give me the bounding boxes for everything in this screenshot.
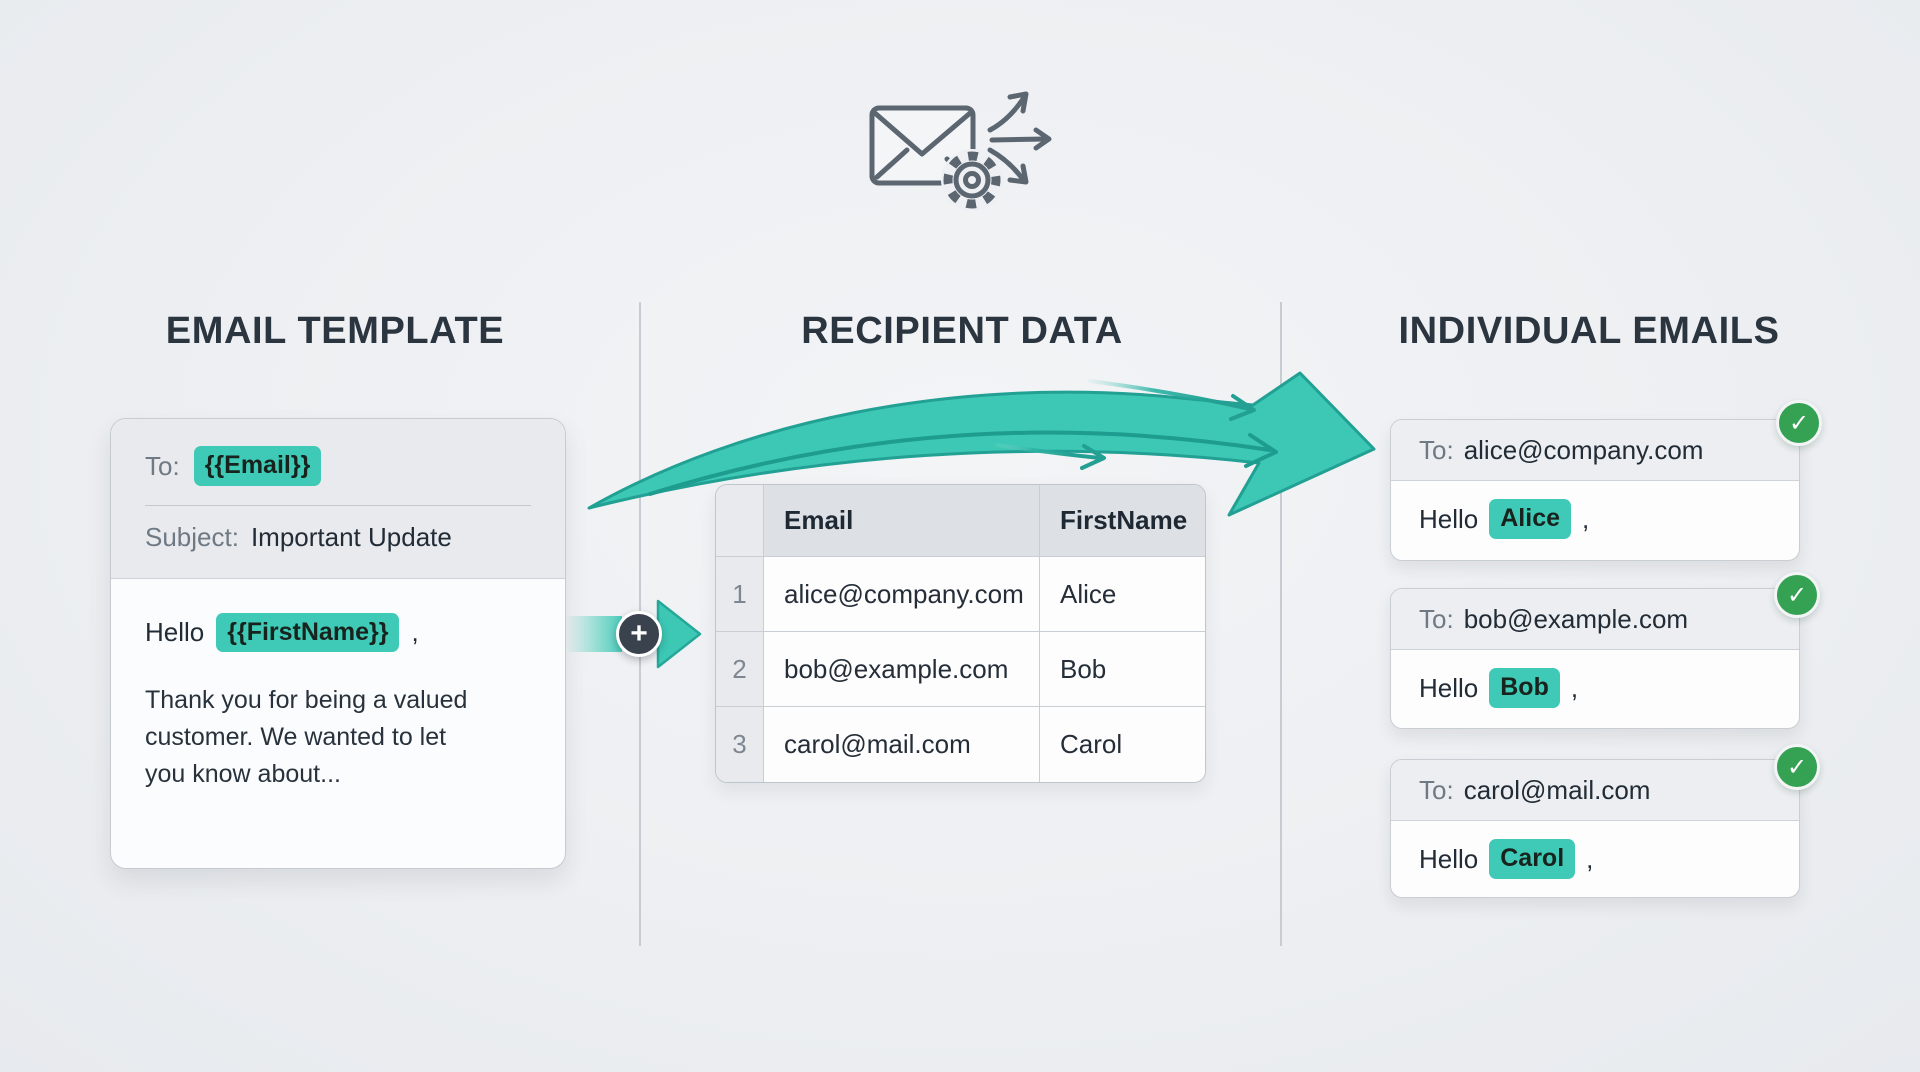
greeting-prefix: Hello <box>1419 672 1479 703</box>
firstname-variable-chip: {{FirstName}} <box>216 613 400 653</box>
individual-email-card: To: carol@mail.com Hello Carol , <box>1390 759 1800 898</box>
email-to-row: To: alice@company.com <box>1391 420 1799 481</box>
template-column-heading: EMAIL TEMPLATE <box>165 310 505 352</box>
check-icon: ✓ <box>1786 581 1808 609</box>
sent-success-badge: ✓ <box>1776 400 1822 446</box>
to-label: To: <box>145 450 180 481</box>
greeting-suffix: , <box>1586 843 1594 874</box>
plus-icon: + <box>630 617 648 650</box>
greeting-suffix: , <box>1582 503 1590 534</box>
merge-plus-badge: + <box>616 611 662 657</box>
table-header-email: Email <box>764 485 1040 557</box>
motion-arrow-top <box>1088 379 1256 421</box>
merge-arrowhead <box>656 599 702 669</box>
email-template-card: To: {{Email}} Subject: Important Update … <box>110 418 566 869</box>
recipient-column-heading: RECIPIENT DATA <box>801 310 1123 352</box>
individual-column-heading: INDIVIDUAL EMAILS <box>1398 310 1780 352</box>
sent-success-badge: ✓ <box>1774 572 1820 618</box>
row-number: 3 <box>716 707 764 782</box>
merge-band <box>566 616 622 652</box>
cell-firstname: Bob <box>1040 632 1205 707</box>
cell-firstname: Alice <box>1040 557 1205 632</box>
to-label: To: <box>1419 603 1454 634</box>
merge-arrow <box>587 371 1376 517</box>
email-to-row: To: carol@mail.com <box>1391 760 1799 821</box>
to-address: bob@example.com <box>1463 603 1689 634</box>
to-label: To: <box>1419 434 1454 465</box>
mail-merge-icon <box>869 91 1052 211</box>
template-card-header: To: {{Email}} Subject: Important Update <box>111 419 565 579</box>
recipient-table: Email FirstName 1 alice@company.com Alic… <box>715 484 1206 783</box>
subject-label: Subject: <box>145 522 239 552</box>
body-line: Thank you for being a valued <box>145 686 468 715</box>
template-header-divider <box>145 505 531 506</box>
subject-value: Important Update <box>250 522 452 552</box>
email-greeting-row: Hello Alice , <box>1391 481 1799 557</box>
to-address: alice@company.com <box>1463 434 1704 465</box>
template-card-body: Hello {{FirstName}} , Thank you for bein… <box>111 579 565 793</box>
check-icon: ✓ <box>1786 753 1808 781</box>
merge-arrow-inner-head <box>1244 433 1278 468</box>
cell-email: bob@example.com <box>764 632 1040 707</box>
merge-arrow-inner-line <box>648 430 1272 496</box>
row-number: 2 <box>716 632 764 707</box>
merged-name-chip: Bob <box>1489 668 1560 708</box>
motion-arrow-bottom <box>995 443 1106 470</box>
gear-icon <box>941 149 1003 211</box>
table-corner-cell <box>716 485 764 557</box>
greeting-suffix: , <box>1570 672 1579 703</box>
cell-email: alice@company.com <box>764 557 1040 632</box>
template-to-row: To: {{Email}} <box>145 419 531 488</box>
merged-name-chip: Carol <box>1489 839 1576 879</box>
greeting-suffix: , <box>411 617 419 648</box>
table-header-firstname: FirstName <box>1040 485 1205 557</box>
email-greeting-row: Hello Bob , <box>1391 650 1799 726</box>
greeting-prefix: Hello <box>1419 843 1479 874</box>
individual-email-card: To: bob@example.com Hello Bob , <box>1390 588 1800 729</box>
email-to-row: To: bob@example.com <box>1391 589 1799 650</box>
fan-out-arrows-icon <box>987 91 1052 185</box>
check-icon: ✓ <box>1788 409 1810 437</box>
template-subject-row: Subject: Important Update <box>145 522 531 553</box>
individual-email-card: To: alice@company.com Hello Alice , <box>1390 419 1800 561</box>
row-number: 1 <box>716 557 764 632</box>
email-greeting-row: Hello Carol , <box>1391 821 1799 897</box>
template-greeting-row: Hello {{FirstName}} , <box>145 613 531 653</box>
merged-name-chip: Alice <box>1489 499 1572 539</box>
body-line: you know about... <box>145 760 341 789</box>
to-label: To: <box>1419 774 1454 805</box>
to-address: carol@mail.com <box>1463 774 1651 805</box>
body-line: customer. We wanted to let <box>145 723 447 752</box>
template-body-text: Thank you for being a valued customer. W… <box>145 682 531 793</box>
cell-firstname: Carol <box>1040 707 1205 782</box>
sent-success-badge: ✓ <box>1774 744 1820 790</box>
greeting-prefix: Hello <box>145 617 205 648</box>
cell-email: carol@mail.com <box>764 707 1040 782</box>
email-variable-chip: {{Email}} <box>193 446 322 486</box>
greeting-prefix: Hello <box>1419 503 1479 534</box>
